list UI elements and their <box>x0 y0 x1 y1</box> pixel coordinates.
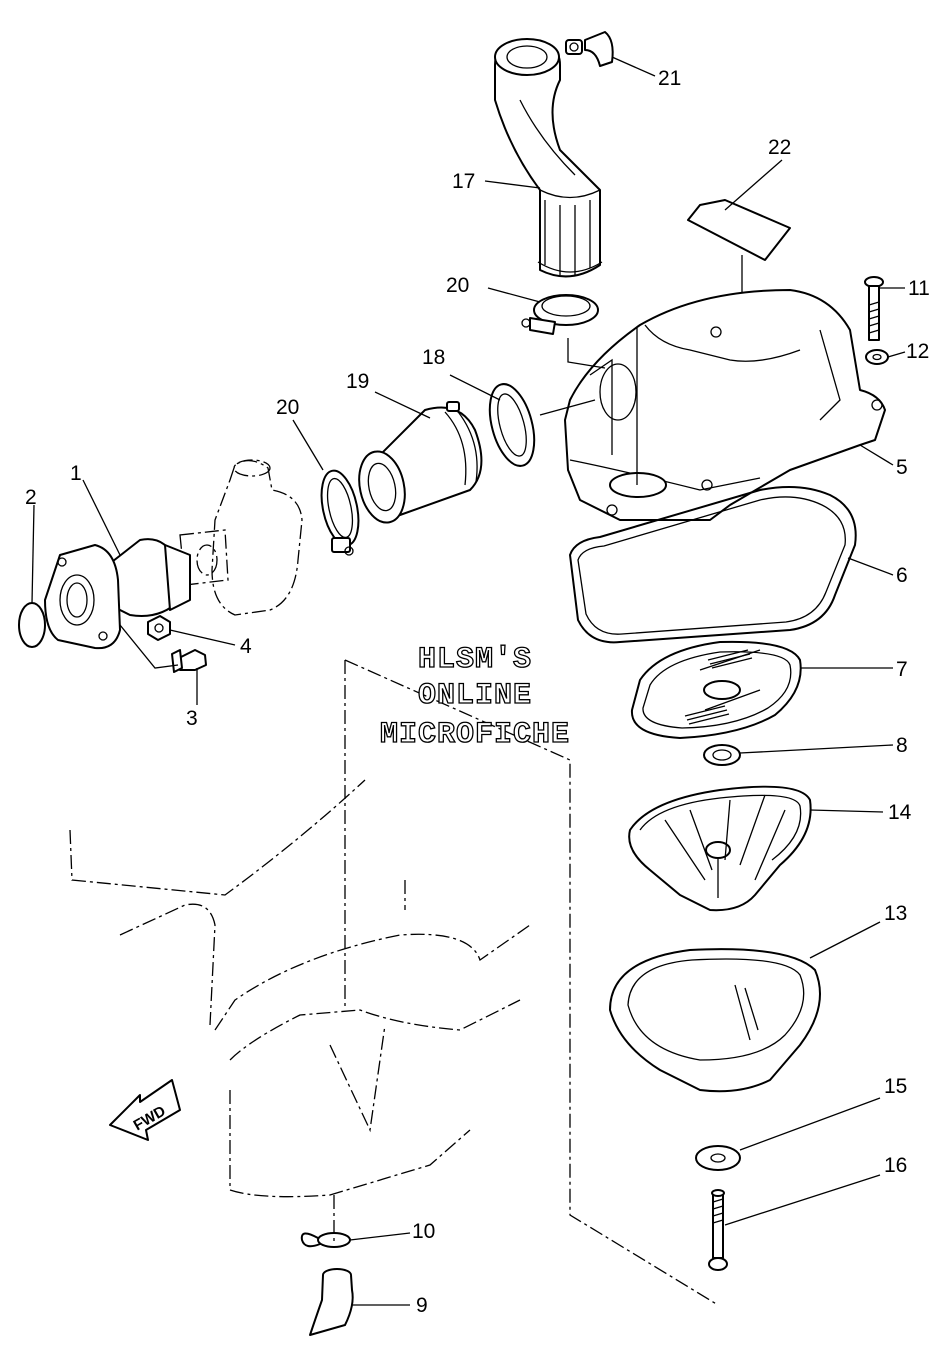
part-14-filter-cage <box>628 785 812 912</box>
part-4-nut <box>147 615 171 641</box>
callout-4: 4 <box>240 635 252 658</box>
part-9-drain-hose <box>309 1268 354 1336</box>
callout-labels: 1 2 3 4 5 6 7 8 9 10 11 12 13 14 15 16 1… <box>25 67 930 1317</box>
part-7-filter-element <box>630 640 802 739</box>
callout-12: 12 <box>906 340 929 363</box>
part-19-carburetor-joint <box>358 401 483 524</box>
callout-9: 9 <box>416 1294 428 1317</box>
part-16-long-bolt <box>708 1189 728 1271</box>
callout-21: 21 <box>658 67 681 90</box>
callout-14: 14 <box>888 801 912 824</box>
callout-20-lower: 20 <box>276 396 299 419</box>
callout-3: 3 <box>186 707 198 730</box>
callout-18: 18 <box>422 346 445 369</box>
part-15-washer <box>695 1145 741 1171</box>
carburetor-outline <box>179 459 303 616</box>
callout-17: 17 <box>452 170 475 193</box>
watermark-line-3: MICROFICHE <box>380 718 570 752</box>
callout-6: 6 <box>896 564 908 587</box>
callout-7: 7 <box>896 658 908 681</box>
frame-outline <box>69 659 719 1306</box>
part-20-lower-hose-clamp <box>320 469 360 556</box>
callout-2: 2 <box>25 486 37 509</box>
callout-1: 1 <box>70 462 82 485</box>
part-8-lock-washer <box>703 744 741 766</box>
leader-lines <box>31 56 906 1306</box>
part-18-joint-ring <box>488 383 596 467</box>
callout-15: 15 <box>884 1075 907 1098</box>
callout-10: 10 <box>412 1220 435 1243</box>
part-5-air-cleaner-case <box>564 289 886 521</box>
fwd-direction-arrow: FWD <box>109 1079 181 1141</box>
part-2-o-ring <box>18 602 46 648</box>
part-21-elbow-fitting <box>565 31 614 67</box>
callout-11: 11 <box>908 277 930 300</box>
callout-16: 16 <box>884 1154 907 1177</box>
callout-22: 22 <box>768 136 791 159</box>
part-20-upper-hose-clamp <box>521 294 599 335</box>
watermark: HLSM'S ONLINE MICROFICHE <box>379 642 570 752</box>
part-1-intake-manifold <box>44 538 191 650</box>
part-12-washer <box>865 349 889 365</box>
part-10-clip <box>300 1232 351 1248</box>
watermark-line-1: HLSM'S <box>418 643 532 677</box>
callout-13: 13 <box>884 902 907 925</box>
callout-19: 19 <box>346 370 369 393</box>
part-11-bolt <box>864 276 884 341</box>
part-6-gasket <box>569 486 857 644</box>
callout-8: 8 <box>896 734 908 757</box>
part-13-filter-foam <box>609 948 821 1093</box>
callout-5: 5 <box>896 456 908 479</box>
part-3-bolt <box>171 649 207 673</box>
watermark-line-2: ONLINE <box>418 679 532 713</box>
callout-20-upper: 20 <box>446 274 469 297</box>
part-17-intake-duct <box>494 38 603 278</box>
